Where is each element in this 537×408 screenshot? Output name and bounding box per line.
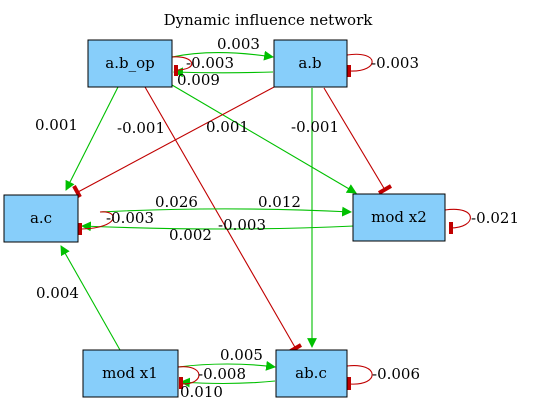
edge-label-abc-self: -0.006 bbox=[372, 365, 420, 383]
edge-ab-to-modx2 bbox=[323, 87, 386, 191]
edge-label-ac-to-modx2: 0.012 bbox=[258, 193, 301, 211]
edge-ab-to-ac-bar bbox=[72, 185, 82, 198]
edge-ab-to-modx2-bar bbox=[377, 184, 393, 195]
edge-label-modx2-self: -0.021 bbox=[471, 209, 519, 227]
edge-label-modx1-to-abc: 0.005 bbox=[220, 346, 263, 364]
node-ac[interactable]: a.c bbox=[3, 194, 79, 243]
edge-modx2-self bbox=[444, 208, 471, 229]
node-abc-label: ab.c bbox=[295, 364, 327, 382]
edge-abop-to-modx2 bbox=[171, 84, 357, 194]
edge-abop-self bbox=[171, 56, 193, 71]
edge-modx2-to-ac bbox=[81, 221, 355, 232]
node-ac-label: a.c bbox=[30, 209, 52, 227]
edge-label-ab-self: -0.003 bbox=[371, 54, 419, 72]
node-ab-op[interactable]: a.b_op bbox=[87, 39, 173, 88]
edge-label-abop-to-ac: 0.001 bbox=[35, 116, 78, 134]
edge-label-modx1-self: 0.010 bbox=[180, 383, 223, 401]
edge-label-abop-to-ab: 0.003 bbox=[217, 35, 260, 53]
edge-label-abop-self: 0.009 bbox=[177, 71, 220, 89]
edge-modx1-to-ac bbox=[60, 245, 121, 351]
edge-label-abop-to-modx2: 0.001 bbox=[206, 118, 249, 136]
edge-abop-to-ac bbox=[65, 86, 119, 191]
node-modx2-label: mod x2 bbox=[371, 208, 427, 226]
edge-ac-self bbox=[81, 211, 114, 230]
node-ab[interactable]: a.b bbox=[273, 39, 348, 88]
edge-ab-to-ac bbox=[77, 85, 277, 193]
node-modx1[interactable]: mod x1 bbox=[82, 349, 179, 398]
edge-ac-to-modx2 bbox=[99, 206, 352, 217]
edge-abop-to-ab bbox=[171, 50, 274, 61]
edge-label-modx1-to-ac: 0.004 bbox=[36, 284, 79, 302]
edge-abc-to-modx1 bbox=[180, 377, 276, 388]
edge-label-modx2-to-ac-neg: -0.003 bbox=[218, 216, 266, 234]
edge-label-abop-to-abc: -0.001 bbox=[117, 119, 165, 137]
edge-label-modx2-to-ac: 0.002 bbox=[169, 226, 212, 244]
node-ab-op-label: a.b_op bbox=[105, 54, 154, 72]
edge-modx1-to-abc bbox=[177, 360, 276, 371]
edge-abc-self bbox=[346, 365, 373, 385]
diagram-title: Dynamic influence network bbox=[164, 11, 374, 29]
node-abc[interactable]: ab.c bbox=[275, 349, 348, 398]
node-modx1-label: mod x1 bbox=[102, 364, 158, 382]
edge-modx1-self bbox=[177, 366, 200, 385]
edge-ab-self bbox=[346, 53, 373, 72]
edge-label-ac-self: -0.003 bbox=[106, 209, 154, 227]
edge-label-abc-to-modx1: -0.008 bbox=[198, 365, 246, 383]
edge-label-ab-to-abop: -0.003 bbox=[186, 54, 234, 72]
edge-ab-to-abop bbox=[173, 67, 274, 78]
node-ab-label: a.b bbox=[298, 54, 321, 72]
node-modx2[interactable]: mod x2 bbox=[352, 193, 446, 242]
edge-abop-to-abc bbox=[144, 86, 297, 350]
edge-label-ab-to-modx2: -0.001 bbox=[291, 118, 339, 136]
edge-label-ab-to-abc: 0.026 bbox=[155, 193, 198, 211]
